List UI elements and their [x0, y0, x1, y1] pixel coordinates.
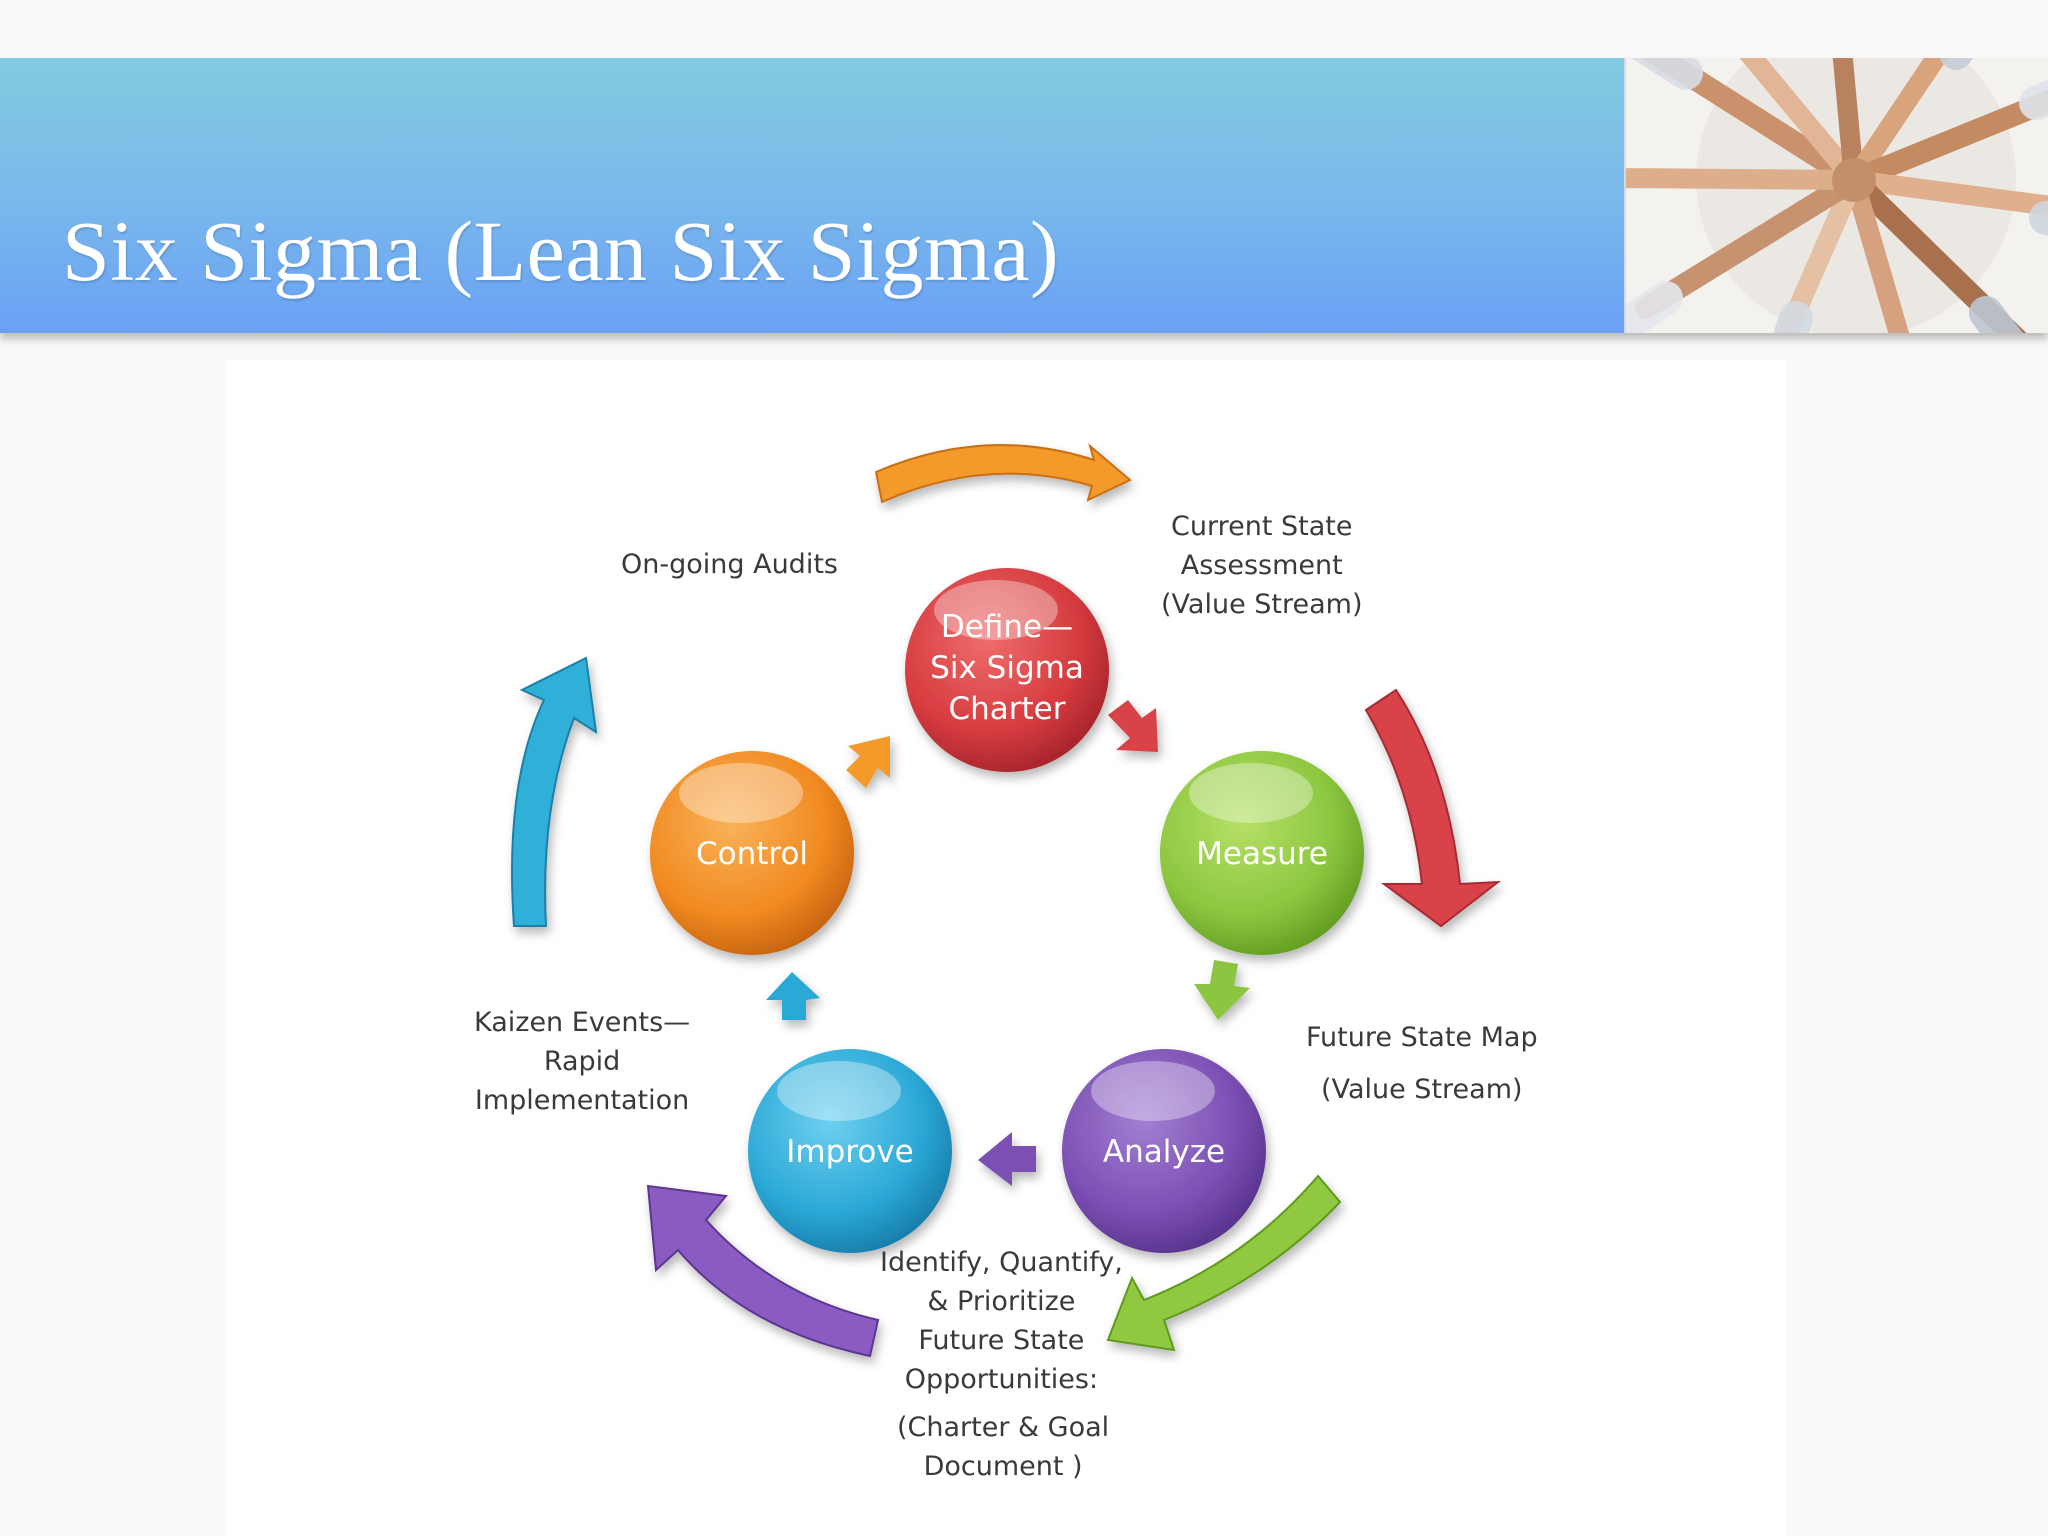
control-to-define-arrow — [846, 736, 890, 788]
control-label: Control — [696, 836, 808, 872]
kaizen-note: Kaizen Events— Rapid Implementation — [474, 1007, 691, 1116]
analyze-circle — [1062, 1049, 1266, 1253]
define-to-measure-arrow — [1108, 700, 1158, 752]
analyze-label: Analyze — [1103, 1134, 1225, 1170]
define-label-line-2: Six Sigma — [930, 650, 1084, 686]
left-curved-arrow — [511, 656, 598, 927]
hands-together-illustration — [1626, 58, 2048, 333]
diagram-area: Define— Six Sigma Charter Measure Analyz… — [226, 360, 1786, 1536]
charter-goal-note: (Charter & Goal Document ) — [897, 1412, 1110, 1482]
bottom-left-curved-arrow — [646, 1184, 880, 1358]
measure-circle — [1160, 751, 1364, 955]
improve-circle — [748, 1049, 952, 1253]
improve-to-control-arrow — [766, 972, 820, 1020]
improve-label: Improve — [786, 1134, 913, 1170]
bottom-curved-arrow — [1106, 1174, 1342, 1352]
slide-title: Six Sigma (Lean Six Sigma) — [62, 203, 1060, 299]
right-curved-arrow — [1364, 688, 1502, 928]
control-circle — [650, 751, 854, 955]
analyze-to-improve-arrow — [978, 1132, 1036, 1186]
hands-together-photo — [1624, 58, 2048, 333]
define-label-line-3: Charter — [948, 691, 1065, 727]
top-curved-arrow — [874, 443, 1132, 504]
dmaic-cycle-diagram: Define— Six Sigma Charter Measure Analyz… — [511, 443, 1502, 1358]
measure-to-analyze-arrow — [1194, 960, 1250, 1020]
ongoing-audits-note: On-going Audits — [621, 549, 838, 580]
current-state-note: Current State Assessment (Value Stream) — [1161, 511, 1363, 620]
future-state-note: Future State Map (Value Stream) — [1306, 1022, 1538, 1105]
define-label-line-1: Define— — [941, 609, 1073, 645]
measure-label: Measure — [1196, 836, 1328, 872]
identify-note: Identify, Quantify, & Prioritize Future … — [880, 1247, 1123, 1395]
define-circle — [905, 568, 1109, 772]
